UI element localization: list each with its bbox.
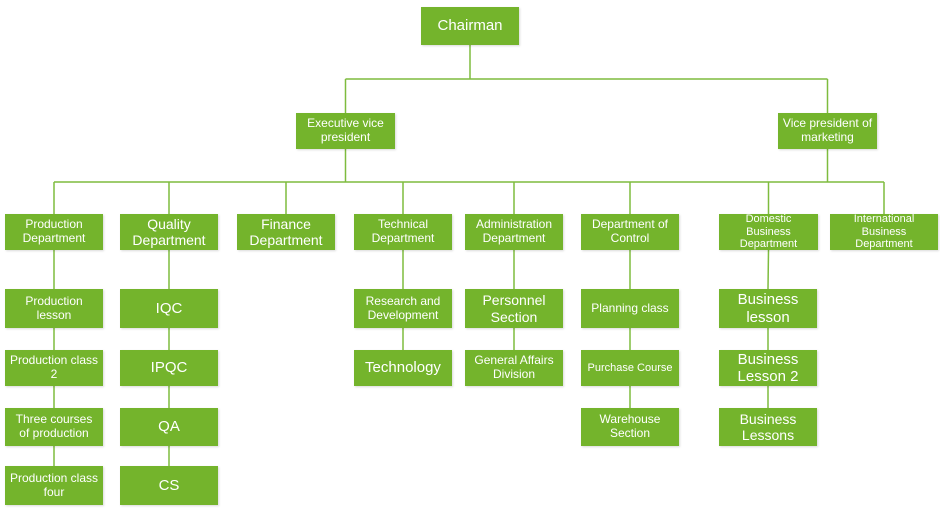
org-node-production_lesson: Production lesson — [5, 289, 103, 328]
org-node-technology: Technology — [354, 350, 452, 386]
org-node-purchase_course: Purchase Course — [581, 350, 679, 386]
org-node-cs: CS — [120, 466, 218, 505]
org-node-department_of_control: Department of Control — [581, 214, 679, 250]
org-node-iqc: IQC — [120, 289, 218, 328]
org-node-planning_class: Planning class — [581, 289, 679, 328]
org-node-production_department: Production Department — [5, 214, 103, 250]
org-node-qa: QA — [120, 408, 218, 446]
org-node-warehouse_section: Warehouse Section — [581, 408, 679, 446]
org-node-three_courses_of_production: Three courses of production — [5, 408, 103, 446]
org-node-production_class_2: Production class 2 — [5, 350, 103, 386]
org-node-vice_president_of_marketing: Vice president of marketing — [778, 113, 877, 149]
org-node-technical_department: Technical Department — [354, 214, 452, 250]
org-node-finance_department: Finance Department — [237, 214, 335, 250]
org-node-business_lesson: Business lesson — [719, 289, 817, 328]
connector-line — [767, 249, 770, 290]
org-node-production_class_four: Production class four — [5, 466, 103, 505]
org-node-business_lesson_2: Business Lesson 2 — [719, 350, 817, 386]
org-node-chairman: Chairman — [421, 7, 519, 45]
org-node-quality_department: Quality Department — [120, 214, 218, 250]
org-node-executive_vice_president: Executive vice president — [296, 113, 395, 149]
org-node-international_business_department: International Business Department — [830, 213, 938, 250]
org-node-personnel_section: Personnel Section — [465, 289, 563, 328]
org-node-ipqc: IPQC — [120, 350, 218, 386]
org-node-general_affairs_division: General Affairs Division — [465, 350, 563, 386]
org-node-research_and_development: Research and Development — [354, 289, 452, 328]
org-node-domestic_business_department: Domestic Business Department — [719, 213, 818, 250]
org-node-business_lessons: Business Lessons — [719, 408, 817, 446]
org-node-administration_department: Administration Department — [465, 214, 563, 250]
